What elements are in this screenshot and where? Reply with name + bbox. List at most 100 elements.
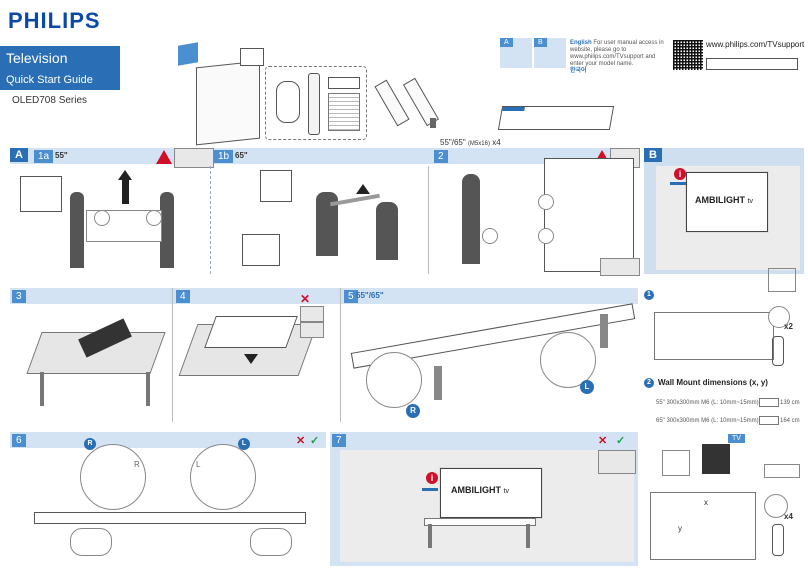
dims-len-65: 164 cm [780, 418, 800, 424]
warning-pictogram [600, 258, 640, 276]
l-badge: L [580, 380, 594, 394]
brand-logo: PHILIPS [8, 8, 101, 33]
section-a-label: A [10, 148, 28, 162]
screw-qty-4: x4 [784, 512, 793, 521]
tv-box-illustration [242, 234, 280, 266]
step-5-label: 5 [344, 290, 358, 303]
wall-mount-step2: TV x y x4 [644, 434, 804, 566]
person-figure [70, 192, 84, 268]
screw-qty-2: x2 [784, 322, 793, 331]
qr-code [673, 40, 703, 70]
zoom-detail-left [190, 444, 256, 510]
stand-pictogram [598, 450, 636, 474]
distance-arrow-icon [670, 182, 686, 185]
person-figure [316, 192, 338, 256]
x-dim-label: x [704, 498, 708, 507]
screw-size: 55"/65" [440, 138, 466, 147]
wall-mount-dimensions: 2 Wall Mount dimensions (x, y) 55" 300x3… [644, 378, 804, 438]
step-7-label: 7 [332, 434, 346, 447]
tv-bottom-edge [34, 512, 306, 524]
tv-on-stand: AMBILIGHT tv [440, 468, 542, 518]
row-place: 7 AMBILIGHT tv i ✕ ✓ [330, 432, 638, 566]
screw-icon [430, 118, 436, 128]
step-1a-label: 1a [34, 150, 54, 163]
warning-pictogram [300, 306, 324, 322]
stand-leg [600, 314, 608, 348]
accessories-group [265, 66, 367, 140]
hand-screwdriver [70, 528, 112, 556]
up-arrow-icon [356, 184, 370, 194]
cross-icon: ✕ [598, 435, 608, 447]
screw-pack-icon [764, 464, 800, 478]
step-5-size: 55"/65" [356, 291, 384, 300]
screwdriver-icon [772, 336, 784, 366]
row-unbox: A 1a 55" 1b 65" 2 [10, 148, 640, 276]
step-1a-size: 55" [55, 151, 68, 160]
cart-icon [662, 450, 690, 476]
section-b-label: B [644, 148, 662, 162]
dims-row-65: 65" 300x300mm M6 (L: 10mm~15mm) [656, 418, 759, 424]
r-side-label: R [134, 460, 140, 469]
language-note: English For user manual access in websit… [570, 40, 664, 74]
screwdriver-icon [772, 524, 784, 556]
person-figure [376, 202, 398, 260]
r-badge: R [84, 438, 96, 450]
warning-icon [156, 150, 172, 164]
zoom-detail-left [366, 352, 422, 408]
tv-panel-illustration [544, 158, 634, 272]
cable-box-icon [240, 48, 264, 66]
cross-icon: ✕ [296, 435, 306, 447]
manual-icon [328, 93, 360, 131]
box-open-icon [178, 42, 198, 66]
mini-a-panel: A [500, 38, 532, 68]
distance-arrow-icon [422, 488, 438, 491]
arrow-down-icon [244, 354, 258, 364]
r-badge: R [406, 404, 420, 418]
dims-title: Wall Mount dimensions (x, y) [658, 378, 768, 387]
l-side-label: L [196, 460, 201, 469]
tv-badge: TV [728, 434, 745, 443]
tv-panel-illustration [204, 316, 298, 348]
warning-pictogram [300, 322, 324, 338]
stand-icon [768, 268, 796, 292]
zoom-detail-right [540, 332, 596, 388]
screw-detail [764, 494, 788, 518]
row-attach: 6 ✕ ✓ R L R L [10, 432, 326, 566]
screw-spec: (M5x16) [467, 141, 490, 147]
tv-rear-outline [654, 312, 774, 360]
warning-pictogram [174, 148, 214, 168]
search-box-icon [706, 58, 798, 70]
zoom-detail-right [80, 444, 146, 510]
tv-stand-table [424, 518, 536, 526]
battery-icon [328, 77, 360, 89]
ambilight-brand: AMBILIGHT [451, 485, 501, 495]
ambilight-brand: AMBILIGHT [695, 195, 745, 205]
tv-box-open-illustration [260, 170, 292, 202]
info-icon: i [426, 472, 438, 484]
info-icon: i [674, 168, 686, 180]
check-icon: ✓ [616, 435, 626, 447]
hand-screwdriver [250, 528, 292, 556]
y-dim-label: y [678, 524, 682, 533]
tv-panel-illustration [196, 60, 260, 146]
product-box-icon [497, 106, 615, 130]
series-name: OLED708 Series [12, 95, 88, 106]
up-arrow-icon [118, 170, 132, 180]
tv-on-wall: AMBILIGHT tv [686, 172, 768, 232]
mini-b-panel: B [534, 38, 566, 68]
person-figure [462, 174, 480, 264]
tv-rear-outline [650, 492, 756, 560]
row-prepare: 3 4 5 55"/65" ✕ R L [10, 288, 638, 422]
step-2-label: 2 [434, 150, 448, 163]
screw-detail [768, 306, 790, 328]
power-cord-icon [276, 81, 300, 123]
person-figure [160, 192, 174, 268]
support-url: www.philips.com/TVsupport [706, 40, 805, 49]
wall-mount-step1: 1 x2 [644, 268, 804, 374]
dims-row-55: 55" 300x300mm M6 (L: 10mm~15mm) [656, 400, 759, 406]
dims-len-55: 139 cm [780, 400, 800, 406]
guide-title: Quick Start Guide [0, 70, 120, 90]
wall-bracket-icon [702, 444, 730, 474]
product-title: Television [0, 46, 120, 70]
remote-icon [308, 73, 320, 135]
